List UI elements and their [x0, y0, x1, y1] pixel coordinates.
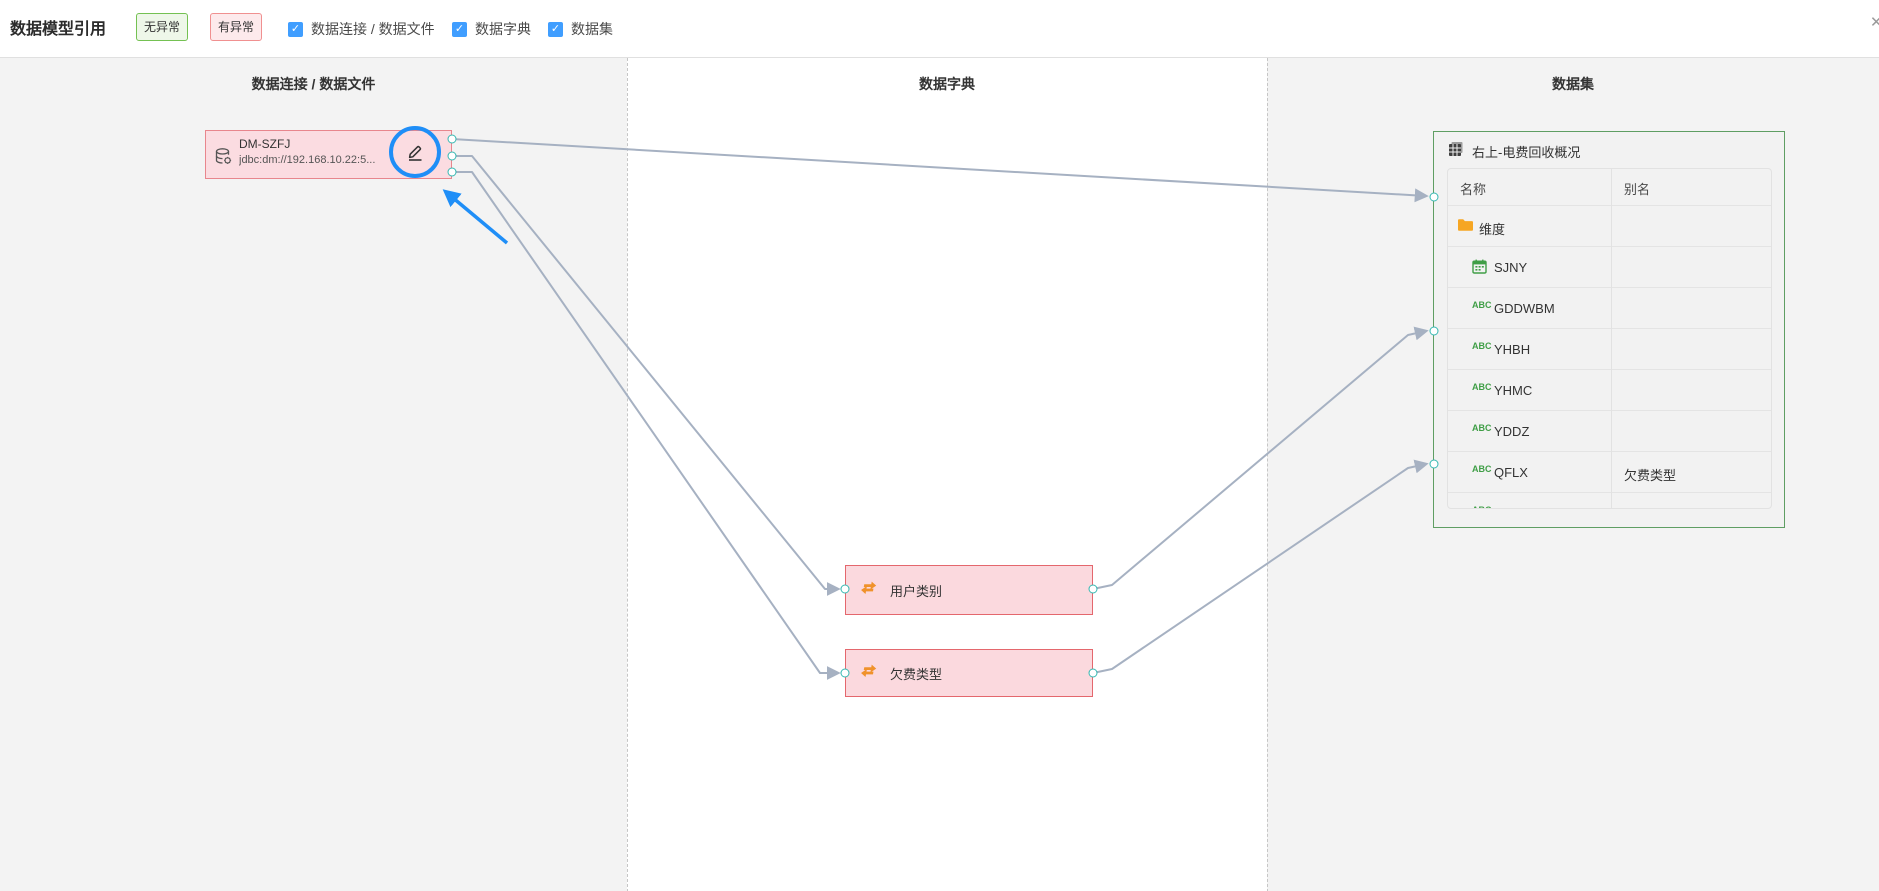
checkbox-data-dictionary[interactable]: ✓	[452, 21, 467, 37]
column-divider-left	[627, 58, 628, 891]
checkbox-data-dataset[interactable]: ✓	[548, 21, 563, 37]
abc-icon: ABC	[1472, 423, 1492, 433]
field-name: 维度	[1479, 222, 1506, 237]
port-connector[interactable]	[840, 668, 850, 678]
dictionary-label: 用户类别	[890, 583, 943, 599]
field-alias: 欠费类型	[1624, 468, 1677, 483]
filter-normal-button[interactable]: 无异常	[136, 13, 188, 41]
dataset-title: 右上-电费回收概况	[1472, 144, 1581, 160]
table-row-SJNY: SJNY	[1448, 246, 1771, 287]
port-connector[interactable]	[1429, 459, 1439, 469]
table-row-维度: 维度	[1448, 205, 1771, 246]
table-row-DQBM: ABCDQBM	[1448, 492, 1771, 508]
toolbar: 数据模型引用 无异常 有异常 ✓ 数据连接 / 数据文件 ✓ 数据字典 ✓ 数据…	[0, 0, 1879, 57]
edit-button[interactable]	[404, 141, 426, 163]
port-connector[interactable]	[447, 167, 457, 177]
field-name: YDDZ	[1494, 424, 1530, 439]
port-connector[interactable]	[1088, 584, 1098, 594]
port-connector[interactable]	[1088, 668, 1098, 678]
column-divider-right	[1267, 58, 1268, 891]
checkbox-label-data-dictionary[interactable]: 数据字典	[475, 21, 531, 37]
transfer-icon	[860, 663, 880, 684]
filter-abnormal-button[interactable]: 有异常	[210, 13, 262, 41]
abc-icon: ABC	[1472, 464, 1492, 474]
abc-icon: ABC	[1472, 300, 1492, 310]
column-bg-connection	[0, 58, 627, 891]
dataset-icon	[1448, 141, 1464, 162]
node-dictionary-arrears-type[interactable]: 欠费类型	[845, 649, 1093, 697]
column-bg-dictionary	[627, 58, 1267, 891]
folder-icon	[1457, 218, 1474, 232]
port-connector[interactable]	[840, 584, 850, 594]
field-name: YHMC	[1494, 383, 1533, 398]
transfer-icon	[860, 580, 880, 601]
database-icon	[214, 147, 233, 171]
checkbox-group-dictionary: ✓ 数据字典	[452, 21, 531, 37]
port-connector[interactable]	[1429, 192, 1439, 202]
field-name: DQBM	[1494, 506, 1533, 508]
column-header-dataset: 数据集	[1552, 76, 1594, 92]
checkbox-group-dataset: ✓ 数据集	[548, 21, 613, 37]
field-name: YHBH	[1494, 342, 1531, 357]
node-dictionary-user-category[interactable]: 用户类别	[845, 565, 1093, 615]
column-header-connection: 数据连接 / 数据文件	[251, 76, 376, 92]
calendar-icon	[1472, 259, 1487, 274]
field-name: SJNY	[1494, 260, 1528, 275]
field-name: QFLX	[1494, 465, 1528, 480]
dataset-table-column-separator	[1611, 169, 1612, 508]
node-data-connection[interactable]: DM-SZFJ jdbc:dm://192.168.10.22:5...	[205, 130, 452, 179]
column-header-alias: 别名	[1624, 182, 1651, 197]
column-header-name: 名称	[1460, 182, 1487, 197]
port-connector[interactable]	[447, 151, 457, 161]
abc-icon: ABC	[1472, 382, 1492, 392]
column-header-dictionary: 数据字典	[919, 76, 975, 92]
dataset-table-header-row: 名称 别名	[1448, 169, 1771, 205]
abc-icon: ABC	[1472, 341, 1492, 351]
connection-name: DM-SZFJ	[239, 137, 291, 151]
dataset-card-header: 右上-电费回收概况	[1448, 141, 1580, 161]
dictionary-label: 欠费类型	[890, 666, 943, 682]
connection-url: jdbc:dm://192.168.10.22:5...	[239, 154, 376, 166]
close-icon[interactable]: ✕	[1870, 14, 1879, 31]
abc-icon: ABC	[1472, 505, 1492, 508]
port-connector[interactable]	[1429, 326, 1439, 336]
field-name: GDDWBM	[1494, 301, 1555, 316]
page-title: 数据模型引用	[10, 21, 107, 38]
checkbox-label-data-dataset[interactable]: 数据集	[571, 21, 613, 37]
checkbox-label-data-connection[interactable]: 数据连接 / 数据文件	[311, 21, 435, 37]
checkbox-group-connection: ✓ 数据连接 / 数据文件	[288, 21, 435, 37]
checkbox-data-connection[interactable]: ✓	[288, 21, 303, 37]
port-connector[interactable]	[447, 134, 457, 144]
